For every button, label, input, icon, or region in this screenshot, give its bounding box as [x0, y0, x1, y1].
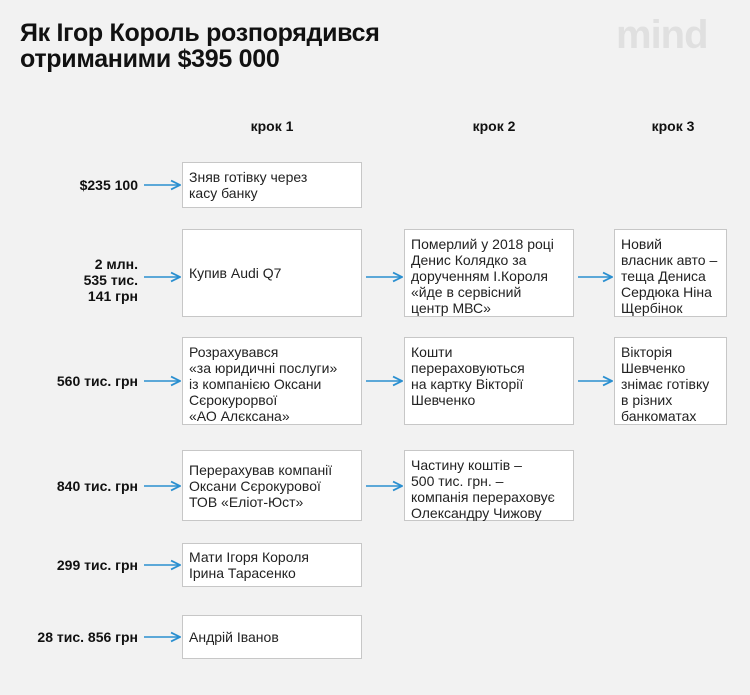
row-3-amount: 560 тис. грн: [20, 373, 138, 389]
row-2-amount-line: 2 млн.: [94, 256, 138, 272]
row-1-step-1-text: Зняв готівку через касу банку: [189, 169, 307, 201]
box-line: Розрахувався: [189, 344, 279, 360]
row-2-step-3-box: Новий власник авто – теща Дениса Сердюка…: [614, 229, 727, 317]
box-line: перераховуються: [411, 360, 525, 376]
row-4-amount: 840 тис. грн: [20, 478, 138, 494]
box-line: із компанією Оксани: [189, 376, 322, 392]
box-line: компанія перераховує: [411, 489, 555, 505]
row-2-amount: 2 млн. 535 тис. 141 грн: [20, 256, 138, 304]
row-1-step-1-box: Зняв готівку через касу банку: [182, 162, 362, 208]
box-line: теща Дениса: [621, 268, 706, 284]
box-line: Денис Колядко за: [411, 252, 527, 268]
column-header-step-3: крок 3: [651, 118, 695, 134]
title-line-1: Як Ігор Король розпорядився: [20, 19, 380, 47]
row-4-step-1-text: Перерахував компанії Оксани Сєрокурової …: [189, 462, 332, 510]
box-line: «за юридичні послуги»: [189, 360, 338, 376]
box-line: Мати Ігоря Короля: [189, 549, 309, 565]
box-line: Новий: [621, 236, 662, 252]
row-4-amount-line: 840 тис. грн: [56, 478, 138, 494]
box-line: знімає готівку: [621, 376, 710, 392]
row-6-step-1-text: Андрій Іванов: [189, 629, 279, 645]
box-line: «йде в сервісний: [411, 284, 522, 300]
row-6-step-1-box: Андрій Іванов: [182, 615, 362, 659]
box-line: Кошти: [411, 344, 453, 360]
box-line: Частину коштів –: [411, 457, 522, 473]
box-line: Померлий у 2018 році: [411, 236, 554, 252]
row-2-step-1-box: Купив Audi Q7: [182, 229, 362, 317]
box-line: Олександру Чижову: [411, 505, 542, 521]
row-2-step-1-text: Купив Audi Q7: [189, 265, 281, 281]
box-line: Андрій Іванов: [189, 629, 279, 645]
box-line: Сєрокурорвої: [189, 392, 278, 408]
box-line: Перерахував компанії: [189, 461, 333, 478]
box-line: дорученням І.Короля: [411, 268, 548, 284]
row-3-step-3-box: Вікторія Шевченко знімає готівку в різни…: [614, 337, 727, 425]
box-line: Оксани Сєрокурової: [189, 477, 321, 494]
row-2-amount-line: 141 грн: [87, 288, 138, 304]
row-3-step-1-box: Розрахувався «за юридичні послуги» із ко…: [182, 337, 362, 425]
box-line: на картку Вікторії: [411, 376, 524, 392]
box-line: Ірина Тарасенко: [189, 565, 296, 581]
box-line: 500 тис. грн. –: [411, 473, 504, 489]
box-line: Шевченко: [621, 360, 686, 376]
row-2-step-2-box: Померлий у 2018 році Денис Колядко за до…: [404, 229, 574, 317]
box-line: касу банку: [189, 185, 258, 201]
box-line: Зняв готівку через: [189, 169, 308, 185]
box-line: банкоматах: [621, 408, 697, 424]
row-6-amount: 28 тис. 856 грн: [20, 629, 138, 645]
page-title: Як Ігор Король розпорядився отриманими $…: [20, 20, 540, 72]
row-6-amount-line: 28 тис. 856 грн: [37, 629, 138, 645]
box-line: в різних: [621, 392, 673, 408]
row-3-step-2-box: Кошти перераховуються на картку Вікторії…: [404, 337, 574, 425]
mind-logo: mind: [616, 13, 709, 57]
row-4-step-2-box: Частину коштів – 500 тис. грн. – компані…: [404, 450, 574, 521]
box-line: власник авто –: [621, 252, 718, 268]
title-line-2: отриманими $395 000: [20, 45, 280, 73]
box-line: Вікторія: [621, 344, 673, 360]
column-header-step-2: крок 2: [472, 118, 516, 134]
row-1-amount-line: $235 100: [79, 177, 138, 193]
box-line: центр МВС»: [411, 300, 491, 316]
row-4-step-1-box: Перерахував компанії Оксани Сєрокурової …: [182, 450, 362, 521]
box-line: Купив Audi Q7: [189, 265, 282, 281]
column-header-step-1: крок 1: [250, 118, 294, 134]
row-1-amount: $235 100: [20, 177, 138, 193]
box-line: ТОВ «Еліот-Юст»: [189, 493, 304, 510]
box-line: Щербінок: [621, 300, 683, 316]
row-5-amount-line: 299 тис. грн: [56, 557, 138, 573]
row-5-step-1-box: Мати Ігоря Короля Ірина Тарасенко: [182, 543, 362, 587]
box-line: Шевченко: [411, 392, 476, 408]
row-2-amount-line: 535 тис.: [83, 272, 138, 288]
row-5-step-1-text: Мати Ігоря Короля Ірина Тарасенко: [189, 549, 309, 581]
row-3-amount-line: 560 тис. грн: [56, 373, 138, 389]
box-line: «АО Алєксана»: [189, 408, 290, 424]
row-5-amount: 299 тис. грн: [20, 557, 138, 573]
box-line: Сердюка Ніна: [621, 284, 712, 300]
